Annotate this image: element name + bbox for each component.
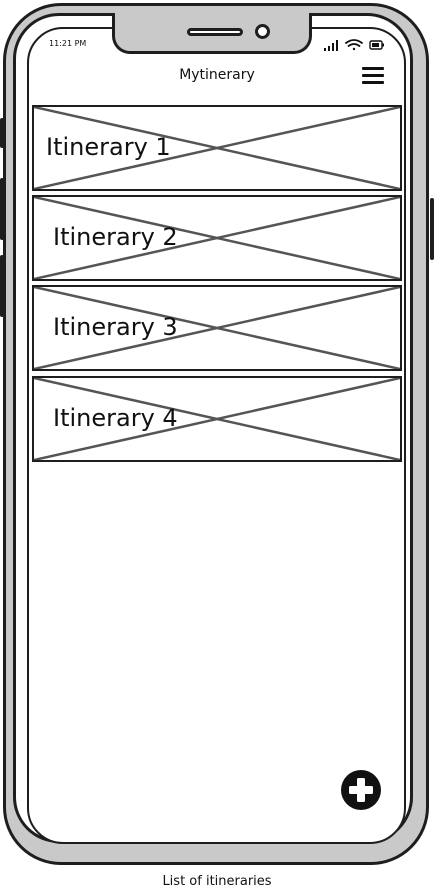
- itinerary-card-1[interactable]: Itinerary 1: [32, 105, 402, 191]
- add-itinerary-button[interactable]: [340, 769, 382, 811]
- hamburger-menu-icon[interactable]: [362, 65, 386, 85]
- battery-icon: [369, 40, 384, 50]
- itinerary-card-3[interactable]: Itinerary 3: [32, 285, 402, 371]
- image-placeholder-icon: [34, 378, 400, 460]
- plus-circle-icon: [341, 770, 381, 810]
- app-title: Mytinerary: [179, 67, 255, 83]
- itinerary-label: Itinerary 3: [53, 313, 178, 341]
- itinerary-label: Itinerary 4: [53, 404, 178, 432]
- status-icons: [324, 37, 386, 51]
- speaker: [187, 28, 243, 36]
- itinerary-label: Itinerary 2: [53, 223, 178, 251]
- wifi-icon: [345, 39, 363, 51]
- image-placeholder-icon: [34, 107, 400, 189]
- volume-up-button: [0, 118, 4, 148]
- screen-caption: List of itineraries: [162, 874, 272, 889]
- signal-icon: [324, 40, 338, 51]
- camera: [255, 24, 270, 39]
- status-time: 11:21 PM: [49, 39, 87, 48]
- image-placeholder-icon: [34, 287, 400, 369]
- itinerary-card-4[interactable]: Itinerary 4: [32, 376, 402, 462]
- power-button: [430, 198, 434, 260]
- mute-button: [0, 255, 4, 317]
- volume-down-button: [0, 178, 4, 240]
- itinerary-card-2[interactable]: Itinerary 2: [32, 195, 402, 281]
- image-placeholder-icon: [34, 197, 400, 279]
- itinerary-label: Itinerary 1: [46, 133, 171, 161]
- notch-mask: [115, 10, 309, 20]
